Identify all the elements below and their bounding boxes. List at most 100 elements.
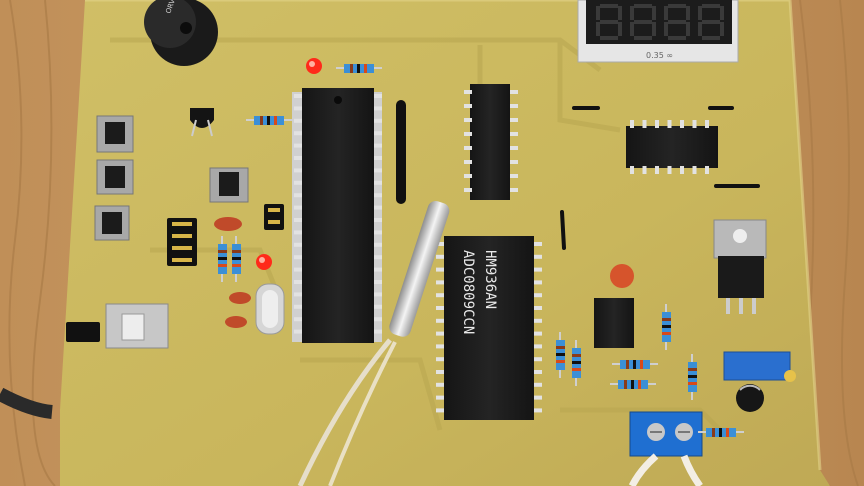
resistor (556, 332, 565, 378)
segment (664, 6, 668, 20)
chip-pin (294, 230, 302, 235)
screw-terminal (629, 411, 703, 457)
chip-pin (510, 160, 518, 164)
segment (668, 4, 686, 8)
chip-pin (510, 146, 518, 150)
chip-pin (464, 90, 472, 94)
chip-pin (534, 267, 542, 272)
segment (702, 20, 720, 24)
chip-pin (510, 188, 518, 192)
chip-pin (374, 205, 382, 210)
chip-pin (374, 304, 382, 309)
chip-pin (692, 120, 697, 128)
chip-pin (534, 382, 542, 387)
chip-pin (436, 242, 444, 246)
resistor (336, 64, 382, 73)
chip-pin (374, 193, 382, 198)
chip-pin (534, 331, 542, 336)
segment (630, 6, 634, 20)
segment (652, 22, 656, 36)
chip-pin (436, 370, 444, 374)
segment (600, 36, 618, 40)
chip-pin (680, 120, 684, 128)
segment (720, 22, 724, 36)
resistor (698, 428, 744, 437)
segment (698, 6, 702, 20)
chip-pin (374, 292, 382, 297)
resistor (572, 340, 581, 386)
adc-label-line2: ADC0809CCN (460, 250, 476, 334)
chip-pin (374, 255, 382, 260)
chip-pin (294, 242, 302, 247)
chip-pin (534, 357, 542, 362)
logic-chip-right (626, 126, 718, 168)
jumper-links (560, 106, 760, 250)
chip-pin (374, 168, 382, 173)
resistor (610, 380, 656, 389)
resistor (232, 236, 241, 282)
segment (600, 20, 618, 24)
chip-pin (692, 166, 697, 174)
chip-pin (374, 156, 382, 160)
chip-pin (655, 166, 659, 174)
chip-pin (436, 395, 444, 400)
power-cable (0, 387, 53, 419)
chip-pin (436, 306, 444, 310)
power-switch (105, 303, 169, 349)
chip-pin (374, 317, 382, 322)
chip-pin (534, 395, 542, 400)
transistor (190, 108, 214, 137)
chip-pin (294, 156, 302, 160)
segment (596, 22, 600, 36)
segment (686, 22, 690, 36)
chip-pin (655, 120, 659, 128)
chip-pin (436, 267, 444, 272)
chip-pin (294, 280, 302, 284)
segment (668, 36, 686, 40)
chip-pin (436, 331, 444, 336)
segment (664, 22, 668, 36)
black-wire-link (396, 100, 406, 204)
chip-pin (510, 118, 518, 122)
segment (634, 36, 652, 40)
chip-pin (294, 267, 302, 272)
resistor (246, 116, 292, 125)
chip-pin (294, 329, 302, 334)
chip-pin (374, 118, 382, 123)
chip-pin (294, 131, 302, 136)
chip-pin (667, 166, 672, 174)
chip-pin (436, 382, 444, 387)
segment (634, 20, 652, 24)
chip-pin (534, 306, 542, 310)
chip-pin (374, 218, 382, 222)
chip-pin (374, 267, 382, 272)
segment (618, 22, 622, 36)
red-leds (256, 58, 322, 270)
chip-pin (534, 293, 542, 298)
chip-pin (464, 104, 472, 108)
chip-pin (534, 254, 542, 259)
chip-pin (705, 166, 709, 174)
segment (686, 6, 690, 20)
chip-pin (534, 344, 542, 349)
chip-pin (534, 242, 542, 246)
chip-pin (294, 205, 302, 210)
microcontroller-chip (292, 88, 382, 343)
display-code: 0.35 ∞ (646, 51, 673, 60)
output-wires (628, 453, 703, 486)
chip-pin (374, 230, 382, 235)
micro-pins (294, 94, 382, 334)
segment (630, 22, 634, 36)
chip-pin (510, 90, 518, 94)
chip-pin (294, 193, 302, 198)
segment (600, 4, 618, 8)
chip-pin (374, 131, 382, 136)
resistor (662, 304, 671, 350)
chip-pin (510, 104, 518, 108)
segment (720, 6, 724, 20)
segment (596, 6, 600, 20)
chip-pin (294, 168, 302, 173)
chip-pin (294, 304, 302, 309)
chip-pin (642, 120, 647, 128)
chip-pin (374, 329, 382, 334)
